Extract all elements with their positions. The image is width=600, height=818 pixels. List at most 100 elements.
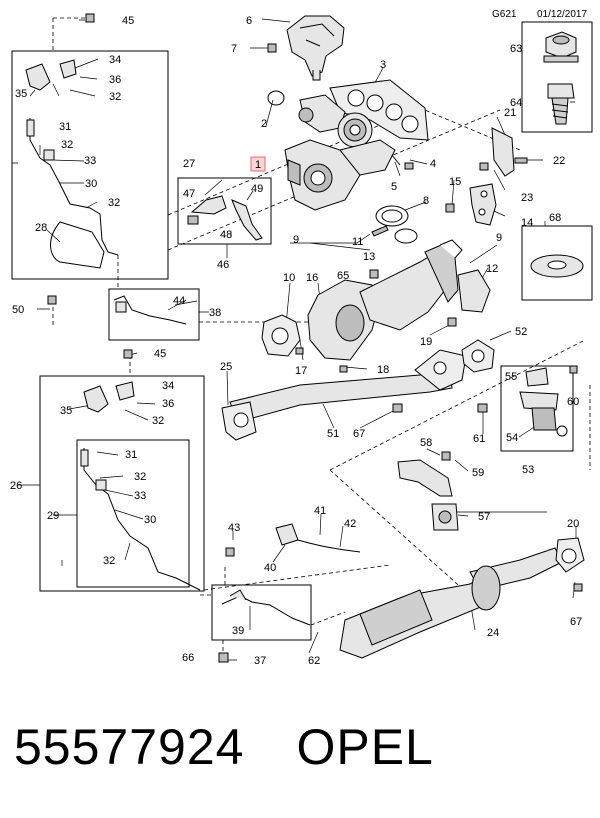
bolt-59 — [441, 451, 451, 461]
turbocharger-1 — [284, 94, 396, 211]
callout-66: 66 — [182, 652, 194, 664]
callout-32-b: 32 — [61, 139, 73, 151]
frame-53 — [500, 365, 574, 452]
callout-12: 12 — [486, 263, 498, 275]
callout-30-upper: 30 — [85, 178, 97, 190]
oxygen-sensor-40 — [275, 523, 361, 553]
clamp-ring-2 — [267, 90, 285, 106]
callout-27: 27 — [183, 158, 195, 170]
callout-47: 47 — [183, 188, 195, 200]
manifold-gasket-3 — [329, 79, 429, 141]
nut-17 — [295, 347, 304, 355]
highlight-box-1 — [250, 156, 266, 172]
callout-45-upper: 45 — [122, 15, 134, 27]
bolt-60 — [569, 365, 578, 374]
callout-34-upper: 34 — [109, 54, 121, 66]
callout-37: 37 — [254, 655, 266, 667]
washer-68 — [530, 254, 584, 278]
callout-67-upper: 67 — [353, 428, 365, 440]
callout-1: 1 — [255, 159, 261, 171]
callout-29: 29 — [47, 510, 59, 522]
callout-31-lower: 31 — [125, 449, 137, 461]
callout-2: 2 — [261, 118, 267, 130]
callout-25: 25 — [220, 361, 232, 373]
frame-63-64 — [521, 21, 593, 133]
heat-shield-12 — [457, 269, 491, 313]
callout-24: 24 — [487, 627, 499, 639]
bolt-43 — [225, 547, 235, 557]
callout-61: 61 — [473, 433, 485, 445]
frame-68 — [521, 225, 593, 301]
bracket-21 — [491, 127, 515, 177]
callout-63: 63 — [510, 43, 522, 55]
callout-35-lower: 35 — [60, 405, 72, 417]
callout-22: 22 — [553, 155, 565, 167]
bolt-50 — [47, 295, 57, 305]
parts — [25, 13, 585, 663]
callout-13: 13 — [363, 251, 375, 263]
harness-44 — [113, 295, 187, 325]
callout-57: 57 — [478, 511, 490, 523]
callout-18: 18 — [377, 364, 389, 376]
bolt-23 — [479, 162, 489, 171]
callout-labels: 45 6 7 3 2 4 5 8 9 11 13 9 10 16 65 12 1… — [10, 15, 582, 667]
bolt-61 — [477, 403, 488, 413]
callout-43: 43 — [228, 522, 240, 534]
callout-5: 5 — [391, 181, 397, 193]
callout-46: 46 — [217, 259, 229, 271]
bolt-15 — [445, 203, 455, 213]
sensor-harness-39 — [221, 589, 311, 626]
bracket-34-lower — [83, 381, 135, 413]
wiring-harness-29 — [80, 448, 201, 591]
callout-60: 60 — [567, 396, 579, 408]
callout-52: 52 — [515, 326, 527, 338]
frame-38 — [108, 288, 200, 341]
callout-32-c: 32 — [108, 197, 120, 209]
callout-41: 41 — [314, 505, 326, 517]
callout-40: 40 — [264, 562, 276, 574]
diagram-code: G621 — [492, 9, 517, 20]
callout-48: 48 — [220, 229, 232, 241]
bolt-7 — [267, 43, 277, 53]
callout-53: 53 — [522, 464, 534, 476]
callout-31-upper: 31 — [59, 121, 71, 133]
callout-33-lower: 33 — [134, 490, 146, 502]
callout-9-right: 9 — [496, 232, 502, 244]
bolt-4 — [404, 162, 414, 170]
callout-38: 38 — [209, 307, 221, 319]
bolt-18 — [339, 365, 348, 373]
callout-11: 11 — [352, 236, 363, 248]
sensor-bracket-48 — [187, 195, 263, 241]
callout-32-f: 32 — [103, 555, 115, 567]
callout-33-upper: 33 — [84, 155, 96, 167]
gasket-52 — [461, 339, 495, 373]
callout-45-lower: 45 — [154, 348, 166, 360]
leader-lines — [12, 18, 577, 661]
frame-26 — [39, 375, 205, 592]
bolt-64 — [547, 83, 575, 125]
rubber-hanger-57 — [431, 503, 459, 531]
callout-7: 7 — [231, 43, 237, 55]
callout-36-upper: 36 — [109, 74, 121, 86]
header: G621 01/12/2017 — [492, 9, 587, 20]
catalytic-converter-16 — [307, 239, 463, 361]
tailpipe-clamp-20 — [555, 537, 585, 573]
callout-49: 49 — [251, 183, 263, 195]
callout-68: 68 — [549, 212, 561, 224]
callout-54: 54 — [506, 432, 518, 444]
callout-4: 4 — [430, 158, 436, 170]
gasket-10 — [261, 314, 301, 357]
callout-35-upper: 35 — [15, 88, 27, 100]
nut-67-upper — [392, 403, 403, 413]
callout-3: 3 — [380, 59, 386, 71]
callout-59: 59 — [472, 467, 484, 479]
frame-29 — [76, 439, 190, 588]
group-frames — [11, 21, 593, 641]
seal-ring-9 — [394, 228, 418, 244]
callout-19: 19 — [420, 336, 432, 348]
hanger-53 — [519, 367, 568, 437]
callout-67-lower: 67 — [570, 616, 582, 628]
bracket-34-upper — [25, 59, 77, 91]
